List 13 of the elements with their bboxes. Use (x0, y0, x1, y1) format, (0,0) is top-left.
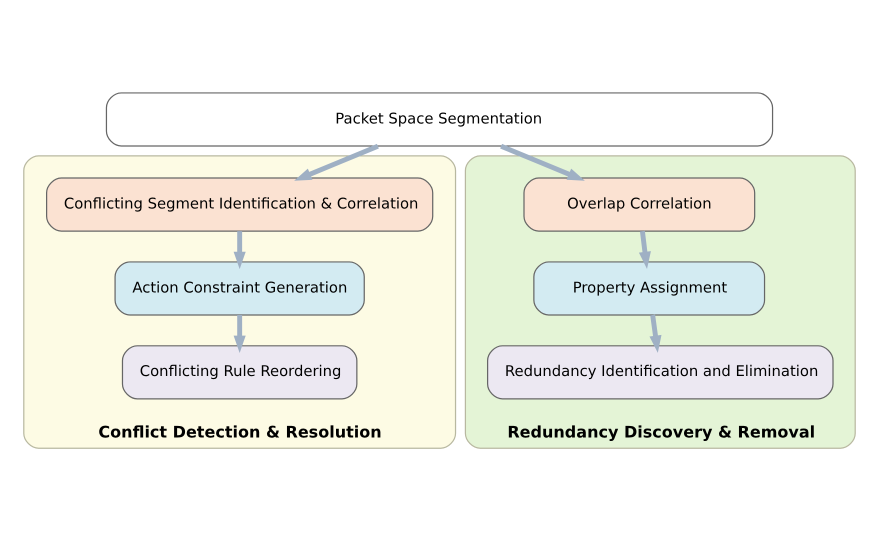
node-box: Conflicting Segment Identification & Correlation (46, 176, 434, 232)
arrow (638, 230, 651, 269)
node-box: Packet Space Segmentation (106, 92, 774, 146)
arrow (500, 143, 585, 180)
arrow (234, 230, 246, 269)
arrow (649, 314, 662, 352)
arrow (294, 143, 379, 180)
node-box: Action Constraint Generation (114, 260, 365, 316)
node-box: Conflicting Rule Reordering (122, 344, 358, 399)
node-box: Overlap Correlation (523, 176, 756, 232)
node-box: Property Assignment (533, 260, 766, 316)
node-box: Redundancy Identification and Elimination (487, 344, 834, 399)
arrow (234, 314, 246, 352)
